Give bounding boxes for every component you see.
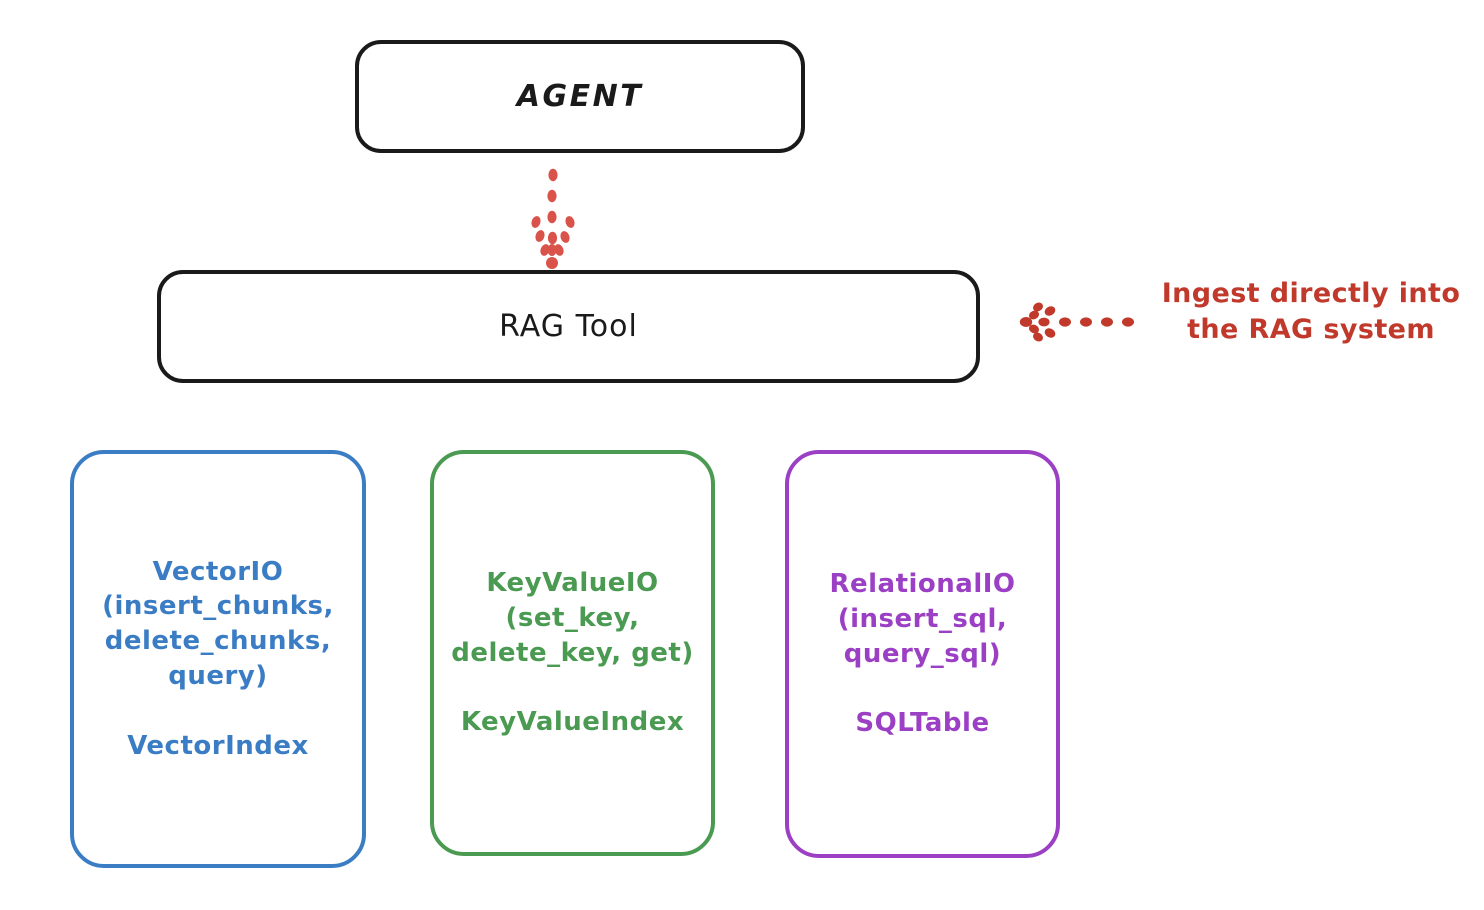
node-rag-tool-label: RAG Tool <box>499 309 638 344</box>
node-key-value-io[interactable]: KeyValueIO (set_key, delete_key, get) Ke… <box>430 450 715 856</box>
node-vector-io[interactable]: VectorIO (insert_chunks, delete_chunks, … <box>70 450 366 868</box>
annotation-ingest-directly: Ingest directly into the RAG system <box>1161 278 1461 345</box>
node-relational-io-label: RelationalIO (insert_sql, query_sql) SQL… <box>829 568 1016 739</box>
node-key-value-io-label: KeyValueIO (set_key, delete_key, get) Ke… <box>451 567 694 738</box>
node-rag-tool[interactable]: RAG Tool <box>157 270 980 383</box>
node-relational-io[interactable]: RelationalIO (insert_sql, query_sql) SQL… <box>785 450 1060 858</box>
connector-agent-to-rag-tool-icon <box>531 168 575 269</box>
node-agent[interactable]: AGENT <box>355 40 805 153</box>
connector-ingest-to-rag-tool-icon <box>1019 302 1134 342</box>
node-vector-io-label: VectorIO (insert_chunks, delete_chunks, … <box>102 556 334 761</box>
node-agent-label: AGENT <box>516 79 644 114</box>
